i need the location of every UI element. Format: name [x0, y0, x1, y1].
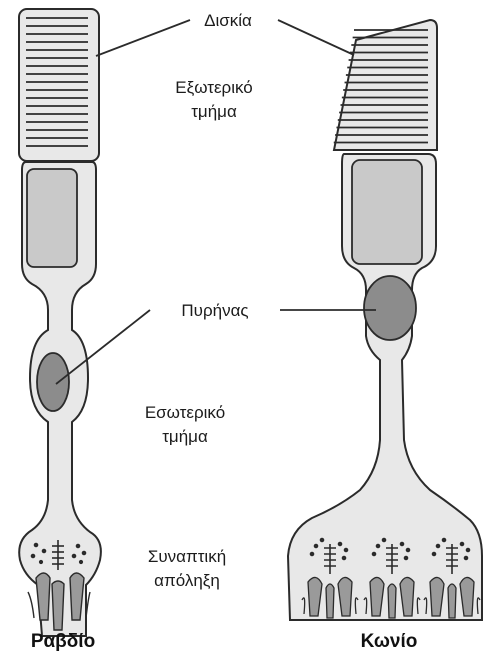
- cone-vesicle: [460, 542, 464, 546]
- cone-outer-segment: [334, 20, 437, 150]
- cone-vesicle: [338, 542, 342, 546]
- cone-process: [326, 584, 334, 618]
- leader-disks-cone: [278, 20, 354, 55]
- label-outer-segment-line1: Εξωτερικό: [175, 78, 252, 97]
- rod-inner-block: [27, 169, 77, 267]
- caption-rod: Ραβδίο: [31, 631, 95, 652]
- cone-vesicle: [344, 548, 348, 552]
- cone-vesicle: [406, 548, 410, 552]
- leader-disks-rod: [96, 20, 190, 56]
- label-nucleus: Πυρήνας: [181, 301, 248, 320]
- cone-vesicle: [376, 544, 380, 548]
- label-synaptic-line1: Συναπτική: [148, 547, 226, 566]
- leader-lines: [56, 20, 376, 384]
- label-outer-segment-line2: τμήμα: [191, 102, 237, 121]
- cone-vesicle: [342, 556, 346, 560]
- cone-vesicle: [372, 552, 376, 556]
- cone-vesicle: [382, 538, 386, 542]
- caption-cone: Κωνίο: [361, 631, 418, 652]
- cone-vesicle: [314, 544, 318, 548]
- cone-vesicle: [442, 538, 446, 542]
- cone-vesicle: [320, 538, 324, 542]
- label-inner-segment-line2: τμήμα: [162, 427, 208, 446]
- label-disks: Δισκία: [204, 11, 252, 30]
- cone-vesicle: [436, 544, 440, 548]
- cone-cell: [288, 20, 482, 620]
- cone-process: [448, 584, 456, 618]
- rod-cell: [19, 9, 101, 636]
- cone-inner-block: [352, 160, 422, 264]
- cone-process: [388, 584, 396, 618]
- cone-vesicle: [310, 552, 314, 556]
- cone-vesicle: [404, 556, 408, 560]
- label-inner-segment-line1: Εσωτερικό: [145, 403, 225, 422]
- cone-vesicle: [432, 552, 436, 556]
- label-synaptic-line2: απόληξη: [154, 571, 220, 590]
- rod-nucleus: [37, 353, 69, 411]
- cone-vesicle: [466, 548, 470, 552]
- cone-vesicle: [400, 542, 404, 546]
- cone-nucleus: [364, 276, 416, 340]
- cone-vesicle: [464, 556, 468, 560]
